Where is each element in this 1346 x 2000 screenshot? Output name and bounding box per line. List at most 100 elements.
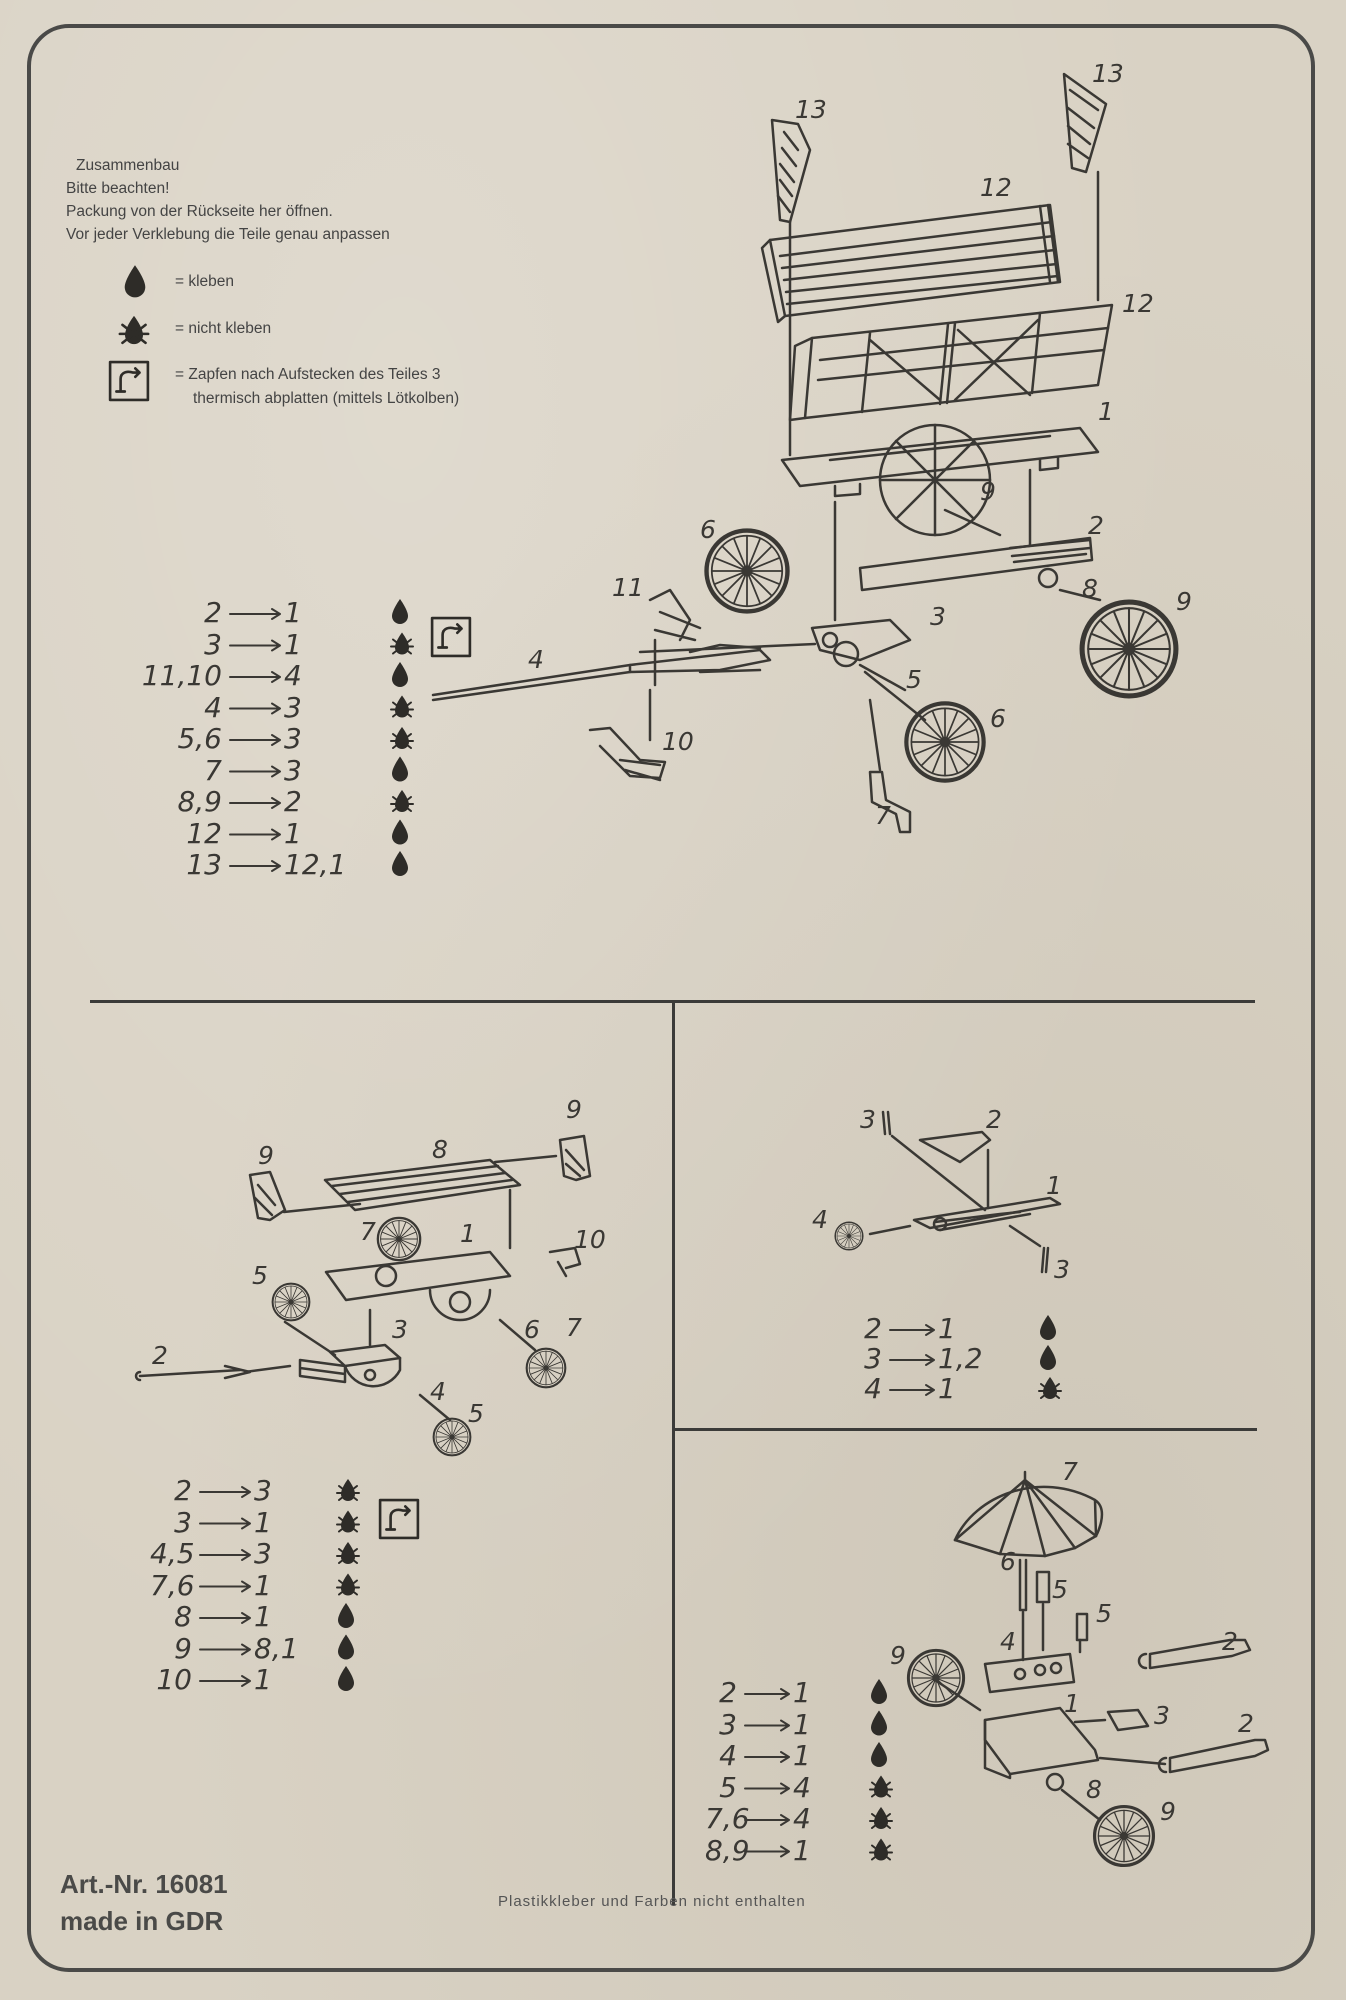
step-to-part: 4 bbox=[793, 1770, 811, 1804]
step-from-part: 12 bbox=[186, 816, 222, 850]
step-from-part: 9 bbox=[174, 1631, 192, 1665]
no-glue-icon bbox=[336, 1572, 360, 1597]
no-glue-icon bbox=[869, 1774, 893, 1799]
step-to-part: 1 bbox=[254, 1663, 272, 1696]
step-arrow bbox=[889, 1324, 935, 1336]
glue-drop-icon bbox=[336, 1633, 356, 1661]
no-glue-icon bbox=[1038, 1375, 1062, 1401]
step-arrow bbox=[199, 1517, 251, 1530]
step-from-part: 3 bbox=[204, 627, 222, 661]
step-arrow bbox=[199, 1643, 251, 1656]
no-glue-icon bbox=[118, 314, 150, 346]
cart-part-label: 8 bbox=[432, 1135, 448, 1164]
step-to-part: 1 bbox=[938, 1372, 956, 1405]
step-from-part: 13 bbox=[186, 848, 222, 881]
barrow-part-label: 3 bbox=[860, 1105, 876, 1134]
step-arrow bbox=[229, 608, 281, 620]
step-from-part: 4,5 bbox=[150, 1537, 195, 1570]
cart-part-label: 7 bbox=[360, 1217, 376, 1246]
wagon-part-label: 2 bbox=[1088, 511, 1104, 540]
article-info: Art.-Nr. 16081 made in GDR bbox=[60, 1866, 228, 1940]
step-arrow bbox=[744, 1814, 790, 1826]
stand-part-label: 7 bbox=[1062, 1457, 1078, 1486]
step-from-part: 4 bbox=[719, 1739, 737, 1772]
no-glue-icon bbox=[336, 1540, 360, 1566]
glue-drop-icon bbox=[390, 598, 410, 626]
stand-drawing bbox=[906, 1470, 1270, 1868]
wagon-part-label: 13 bbox=[1092, 59, 1124, 88]
wagon-part-label: 10 bbox=[662, 727, 694, 756]
wagon-part-label: 11 bbox=[612, 573, 644, 602]
step-from-part: 8,9 bbox=[177, 785, 222, 818]
no-glue-icon bbox=[869, 1805, 893, 1831]
barrow-part-label: 2 bbox=[986, 1105, 1002, 1134]
step-from-part: 4 bbox=[204, 690, 222, 724]
wagon-part-label: 5 bbox=[906, 665, 922, 694]
step-from-part: 2 bbox=[719, 1676, 737, 1709]
step-to-part: 1 bbox=[793, 1676, 811, 1709]
step-to-part: 3 bbox=[284, 753, 302, 787]
step-from-part: 8 bbox=[174, 1600, 192, 1633]
no-glue-icon bbox=[869, 1837, 893, 1862]
cart-part-label: 6 bbox=[524, 1315, 540, 1344]
cart-part-label: 2 bbox=[152, 1341, 168, 1370]
step-arrow bbox=[889, 1354, 935, 1366]
glue-drop-icon bbox=[869, 1678, 889, 1706]
step-to-part: 3 bbox=[254, 1537, 272, 1570]
step-arrow bbox=[744, 1782, 790, 1795]
stand-part-label: 5 bbox=[1052, 1575, 1068, 1604]
barrow-drawing bbox=[834, 1110, 1062, 1274]
cart-part-label: 10 bbox=[574, 1225, 606, 1254]
wagon-part-label: 6 bbox=[700, 515, 716, 544]
barrow-part-label: 4 bbox=[812, 1205, 828, 1234]
legend-line-1: Bitte beachten! bbox=[66, 180, 170, 197]
wagon-drawing bbox=[431, 72, 1176, 834]
heat-flatten-icon bbox=[108, 360, 150, 402]
step-to-part: 4 bbox=[284, 659, 302, 692]
barrow-part-label: 3 bbox=[1054, 1255, 1070, 1284]
step-from-part: 5,6 bbox=[177, 722, 222, 755]
step-from-part: 2 bbox=[174, 1474, 192, 1507]
step-from-part: 4 bbox=[864, 1372, 882, 1405]
no-glue-icon bbox=[390, 725, 414, 751]
vertical-divider bbox=[672, 1000, 675, 1905]
cart-part-label: 5 bbox=[252, 1261, 268, 1290]
step-to-part: 2 bbox=[284, 785, 302, 818]
step-to-part: 3 bbox=[284, 722, 302, 755]
step-arrow bbox=[199, 1580, 251, 1593]
right-horizontal-divider bbox=[675, 1428, 1257, 1431]
wagon-part-label: 7 bbox=[875, 801, 891, 830]
cart-step-row: 10 1 bbox=[150, 1663, 510, 1696]
stand-part-label: 9 bbox=[1160, 1797, 1176, 1826]
step-to-part: 1 bbox=[254, 1568, 272, 1602]
step-arrow bbox=[229, 702, 281, 715]
wagon-heat-flatten-icon bbox=[430, 616, 472, 658]
step-to-part: 1 bbox=[793, 1833, 811, 1867]
step-from-part: 10 bbox=[156, 1663, 192, 1696]
stand-part-label: 1 bbox=[1064, 1689, 1080, 1718]
step-arrow bbox=[744, 1719, 790, 1732]
step-to-part: 1 bbox=[284, 596, 302, 629]
step-to-part: 1 bbox=[254, 1600, 272, 1633]
sheet-border bbox=[27, 24, 1315, 1972]
step-arrow bbox=[229, 639, 281, 652]
no-glue-icon bbox=[336, 1509, 360, 1534]
step-from-part: 11,10 bbox=[141, 659, 222, 692]
legend-line-2: Packung von der Rückseite her öffnen. bbox=[66, 203, 333, 220]
step-to-part: 3 bbox=[284, 690, 302, 724]
